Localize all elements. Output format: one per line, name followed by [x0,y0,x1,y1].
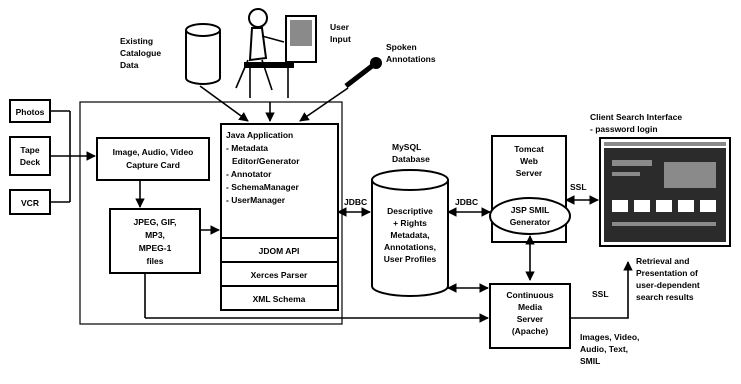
ssl-top-label: SSL [570,182,587,192]
java-app-title: Java Application [226,130,293,140]
jsp-label-2: Generator [510,217,551,227]
client-title-2: - password login [590,124,658,134]
catalogue-database-icon [185,23,221,85]
mysql-title-1: MySQL [392,142,421,152]
capture-card-label-2: Capture Card [126,160,180,170]
retrieval-label-4: search results [636,292,694,302]
photos-label: Photos [16,107,45,117]
media-server-label-1: Continuous [506,290,553,300]
tomcat-label-2: Web [520,156,538,166]
java-application-box: Java Application - Metadata Editor/Gener… [220,123,339,239]
java-app-item-3: - Annotator [226,169,272,179]
jdom-layer: JDOM API [220,237,339,263]
tape-deck-label-1: Tape [20,145,39,155]
capture-card-box: Image, Audio, Video Capture Card [96,137,210,181]
mysql-body-5: User Profiles [384,254,437,264]
user-input-label-1: User [330,22,350,32]
catalogue-label-2: Catalogue [120,48,161,58]
java-app-item-1: - Metadata [226,143,268,153]
mysql-body-4: Annotations, [384,242,436,252]
capture-card-label-1: Image, Audio, Video [113,147,194,157]
media-types-1: Images, Video, [580,332,639,342]
microphone-icon [344,57,382,88]
java-app-item-4: - SchemaManager [226,182,299,192]
xml-schema-label: XML Schema [253,294,306,304]
jdbc-right-label: JDBC [455,197,478,207]
files-label-3: MPEG-1 [139,243,172,253]
mysql-body-2: + Rights [393,218,427,228]
xerces-label: Xerces Parser [251,270,308,280]
retrieval-label-3: user-dependent [636,280,700,290]
xml-schema-layer: XML Schema [220,285,339,311]
tomcat-label-3: Server [516,168,543,178]
jsp-label-1: JSP SMIL [511,205,550,215]
spoken-label-1: Spoken [386,42,417,52]
tape-deck-label-2: Deck [20,157,41,167]
files-label-2: MP3, [145,230,165,240]
media-server-box: Continuous Media Server (Apache) [489,283,571,349]
jsp-smil-generator: JSP SMIL Generator [489,197,571,235]
user-input-label-2: Input [330,34,351,44]
files-box: JPEG, GIF, MP3, MPEG-1 files [109,208,201,274]
media-types-2: Audio, Text, [580,344,628,354]
catalogue-label-1: Existing [120,36,153,46]
user-at-computer-icon [235,8,317,98]
catalogue-label-3: Data [120,60,139,70]
media-server-label-3: Server [517,314,544,324]
vcr-label: VCR [21,198,39,208]
xerces-layer: Xerces Parser [220,261,339,287]
java-app-item-5: - UserManager [226,195,286,205]
spoken-label-2: Annotations [386,54,436,64]
files-label-4: files [146,256,163,266]
java-app-item-2: Editor/Generator [232,156,300,166]
ssl-bottom-label: SSL [592,289,609,299]
jdom-label: JDOM API [259,246,300,256]
mysql-title-2: Database [392,154,430,164]
media-to-client-arrow [570,261,633,319]
client-title-1: Client Search Interface [590,112,682,122]
files-label-1: JPEG, GIF, [134,217,177,227]
media-types-3: SMIL [580,356,600,366]
tape-deck-box: Tape Deck [9,136,51,176]
media-server-label-4: (Apache) [512,326,549,336]
media-server-label-2: Media [518,302,542,312]
client-search-interface-thumbnail [599,137,731,247]
tomcat-label-1: Tomcat [514,144,544,154]
jdbc-left-label: JDBC [344,197,367,207]
mysql-database-cylinder [371,169,449,297]
mysql-body-3: Metadata, [390,230,429,240]
photos-box: Photos [9,99,51,123]
mysql-body-1: Descriptive [387,206,433,216]
retrieval-label-2: Presentation of [636,268,698,278]
vcr-box: VCR [9,189,51,215]
retrieval-label-1: Retrieval and [636,256,689,266]
